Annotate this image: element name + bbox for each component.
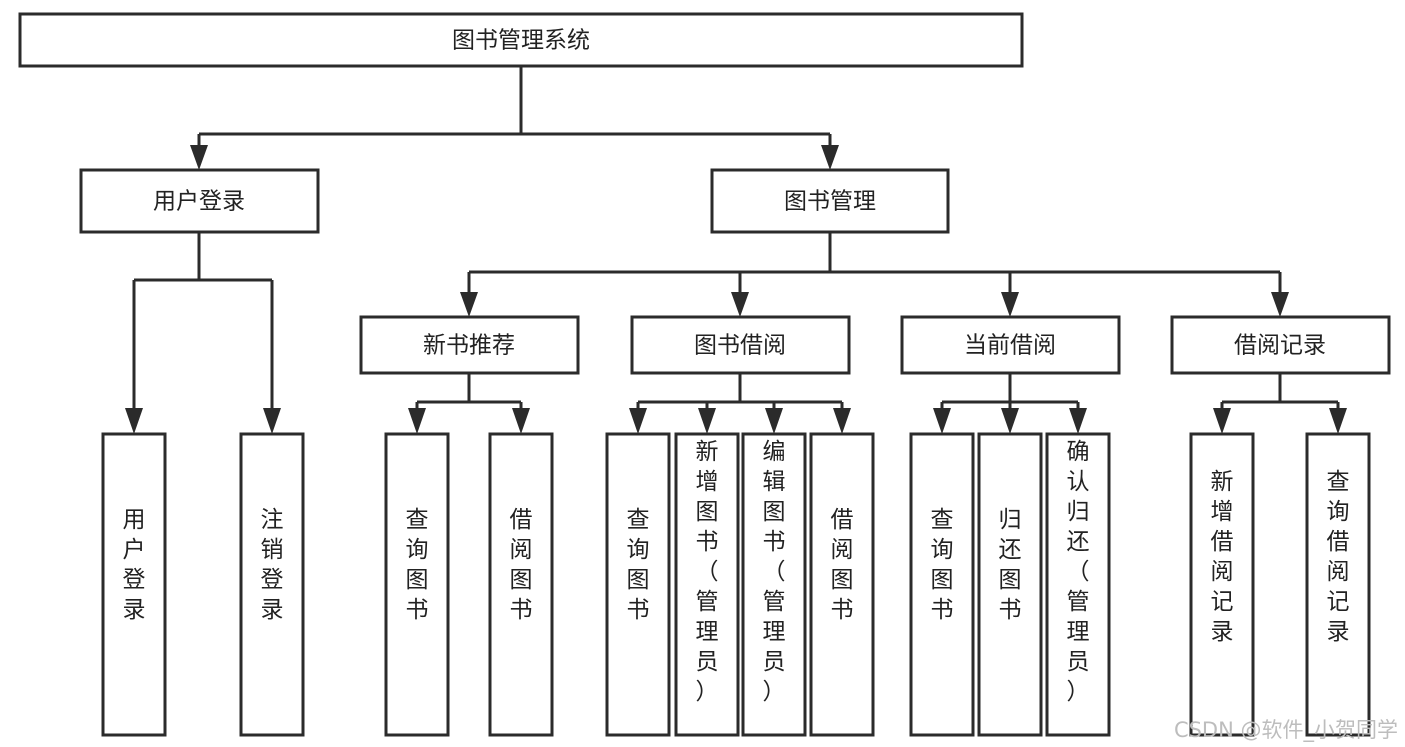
book-borrow-node-box[interactable] [630, 315, 851, 375]
arrow-head-cb-leaf-2 [1001, 408, 1019, 434]
arrow-head-cb-leaf-1 [933, 408, 951, 434]
node-user-login[interactable]: 用户登录 [79, 168, 320, 234]
leaf-bb-edit-book-box[interactable] [741, 432, 807, 737]
arrow-head-new-book [460, 292, 478, 317]
root-node-label: 图书管理系统 [452, 28, 590, 54]
arrow-head-br-leaf-1 [1213, 408, 1231, 434]
book-management-node-label: 图书管理 [784, 189, 876, 215]
arrow-head-book-mgmt [821, 145, 839, 170]
leaf-node-bb-query-book[interactable]: 查询图书 [605, 432, 671, 737]
arrow-head-leaf-user-login [125, 408, 143, 434]
user-login-node-label: 用户登录 [153, 189, 245, 215]
leaf-bb-query-book-box[interactable] [605, 432, 671, 737]
arrow-head-book-borrow [731, 292, 749, 317]
leaf-node-user-login[interactable]: 用户登录 [101, 432, 167, 737]
leaf-bb-borrow-book-box[interactable] [809, 432, 875, 737]
leaf-cb-return-book-box[interactable] [977, 432, 1043, 737]
connector-layer [125, 66, 1347, 434]
node-book-borrow[interactable]: 图书借阅 [630, 315, 851, 375]
leaf-bb-query-book-label: 查询图书 [627, 507, 650, 623]
current-borrow-node-box[interactable] [900, 315, 1121, 375]
arrow-head-nb-leaf-1 [408, 408, 426, 434]
arrow-head-bb-leaf-3 [765, 408, 783, 434]
book-borrow-node-label: 图书借阅 [694, 333, 786, 359]
leaf-node-bb-borrow-book[interactable]: 借阅图书 [809, 432, 875, 737]
node-new-book-recommend[interactable]: 新书推荐 [359, 315, 580, 375]
new-book-recommend-node-box[interactable] [359, 315, 580, 375]
csdn-watermark: CSDN @软件_小贺同学 [1174, 718, 1398, 743]
leaf-br-query-record-box[interactable] [1305, 432, 1371, 737]
arrow-head-user-login [190, 145, 208, 170]
leaf-node-nb-query-book[interactable]: 查询图书 [384, 432, 450, 737]
leaf-nb-query-book-label: 查询图书 [406, 507, 429, 623]
arrow-head-leaf-logout [263, 408, 281, 434]
leaf-bb-add-book-box[interactable] [674, 432, 740, 737]
leaf-node-br-add-record[interactable]: 新增借阅记录 [1189, 432, 1255, 737]
leaf-cb-return-book-label: 归还图书 [999, 507, 1022, 623]
leaf-user-login-label: 用户登录 [123, 507, 146, 623]
leaf-nb-borrow-book-label: 借阅图书 [510, 507, 533, 623]
current-borrow-node-label: 当前借阅 [964, 333, 1056, 359]
leaf-node-bb-add-book[interactable]: 新增图书（管理员） [674, 432, 740, 737]
leaf-node-cb-confirm-return[interactable]: 确认归还（管理员） [1045, 432, 1111, 737]
leaf-cb-confirm-return-box[interactable] [1045, 432, 1111, 737]
borrow-record-node-label: 借阅记录 [1234, 333, 1326, 359]
leaf-node-nb-borrow-book[interactable]: 借阅图书 [488, 432, 554, 737]
arrow-head-current-borrow [1001, 292, 1019, 317]
borrow-record-node-box[interactable] [1170, 315, 1391, 375]
arrow-head-br-leaf-2 [1329, 408, 1347, 434]
user-login-node-box[interactable] [79, 168, 320, 234]
leaf-user-login-box[interactable] [101, 432, 167, 737]
leaf-node-logout[interactable]: 注销登录 [239, 432, 305, 737]
leaf-nb-query-book-box[interactable] [384, 432, 450, 737]
leaf-node-cb-return-book[interactable]: 归还图书 [977, 432, 1043, 737]
leaf-node-cb-query-book[interactable]: 查询图书 [909, 432, 975, 737]
leaf-node-bb-edit-book[interactable]: 编辑图书（管理员） [741, 432, 807, 737]
new-book-recommend-node-label: 新书推荐 [423, 333, 515, 359]
leaf-cb-query-book-label: 查询图书 [931, 507, 954, 623]
node-book-management[interactable]: 图书管理 [710, 168, 950, 234]
leaf-cb-query-book-box[interactable] [909, 432, 975, 737]
leaf-br-query-record-label: 查询借阅记录 [1327, 469, 1350, 645]
leaf-cb-confirm-return-label: 确认归还（管理员） [1067, 439, 1090, 705]
node-root-book-management-system[interactable]: 图书管理系统 [18, 12, 1024, 68]
leaf-br-add-record-box[interactable] [1189, 432, 1255, 737]
arrow-head-cb-leaf-3 [1069, 408, 1087, 434]
leaf-logout-box[interactable] [239, 432, 305, 737]
leaf-node-br-query-record[interactable]: 查询借阅记录 [1305, 432, 1371, 737]
arrow-head-bb-leaf-2 [698, 408, 716, 434]
leaf-bb-edit-book-label: 编辑图书（管理员） [763, 439, 786, 705]
leaf-nb-borrow-book-box[interactable] [488, 432, 554, 737]
arrow-head-nb-leaf-2 [512, 408, 530, 434]
leaf-bb-borrow-book-label: 借阅图书 [831, 507, 854, 623]
arrow-head-bb-leaf-4 [833, 408, 851, 434]
node-borrow-record[interactable]: 借阅记录 [1170, 315, 1391, 375]
arrow-head-bb-leaf-1 [629, 408, 647, 434]
root-node-box[interactable] [18, 12, 1024, 68]
node-current-borrow[interactable]: 当前借阅 [900, 315, 1121, 375]
leaf-logout-label: 注销登录 [261, 507, 284, 623]
book-management-node-box[interactable] [710, 168, 950, 234]
arrow-head-borrow-record [1271, 292, 1289, 317]
leaf-bb-add-book-label: 新增图书（管理员） [696, 439, 719, 705]
leaf-br-add-record-label: 新增借阅记录 [1211, 469, 1234, 645]
